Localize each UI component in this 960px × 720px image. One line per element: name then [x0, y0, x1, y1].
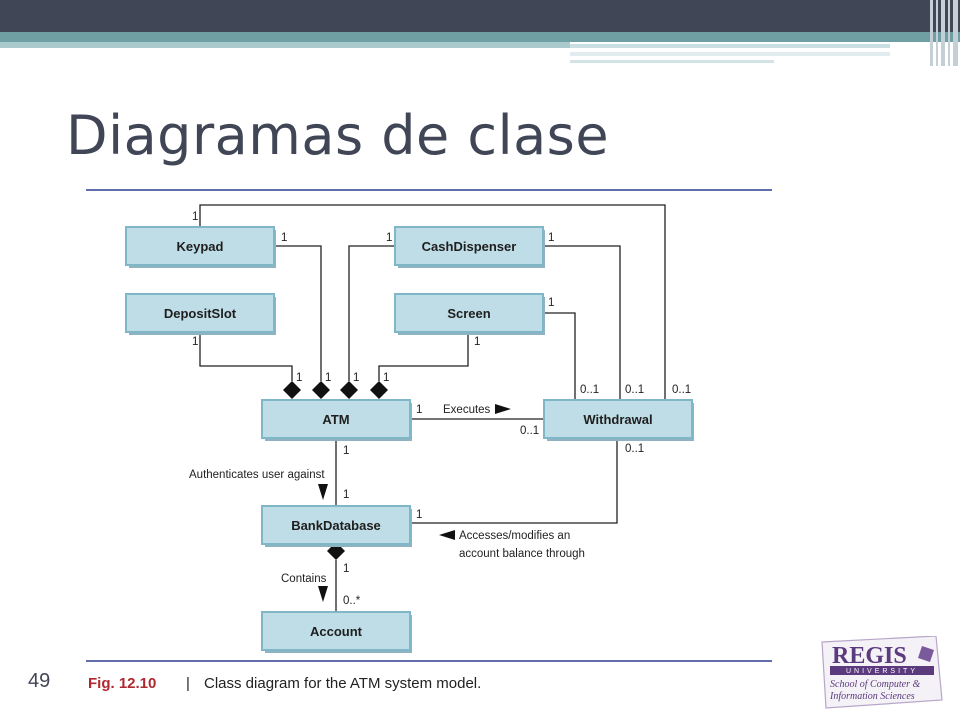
caption-separator: |	[186, 675, 190, 692]
logo-name: REGIS	[832, 643, 907, 669]
keypad-withdrawal-line	[199, 204, 666, 400]
association-executes: Executes	[443, 404, 491, 416]
class-depositslot: DepositSlot	[125, 293, 276, 335]
multiplicity: 1	[325, 372, 331, 384]
class-name: Withdrawal	[583, 412, 652, 427]
multiplicity: 1	[192, 336, 198, 348]
withdrawal-bankdatabase-line	[410, 437, 618, 524]
multiplicity: 1	[343, 489, 349, 501]
multiplicity: 1	[548, 297, 554, 309]
class-keypad: Keypad	[125, 226, 276, 268]
cashdispenser-withdrawal-line	[543, 245, 621, 400]
keypad-atm-line	[275, 245, 322, 381]
multiplicity: 1	[416, 404, 422, 416]
class-atm: ATM	[261, 399, 412, 441]
accent-stripe	[570, 60, 774, 63]
multiplicity: 0..1	[672, 384, 691, 396]
class-withdrawal: Withdrawal	[543, 399, 694, 441]
class-account: Account	[261, 611, 412, 653]
accent-stripe	[570, 52, 890, 56]
class-name: Keypad	[177, 239, 224, 254]
multiplicity: 0..1	[625, 384, 644, 396]
class-name: Account	[310, 624, 363, 639]
composition-diamond	[370, 381, 388, 399]
multiplicity: 1	[383, 372, 389, 384]
multiplicity: 0..1	[625, 443, 644, 455]
multiplicity: 1	[192, 211, 198, 223]
class-cashdispenser: CashDispenser	[394, 226, 545, 268]
composition-diamond	[283, 381, 301, 399]
multiplicity: 0..1	[580, 384, 599, 396]
class-screen: Screen	[394, 293, 545, 335]
association-accesses-line2: account balance through	[459, 548, 585, 560]
multiplicity: 1	[548, 232, 554, 244]
association-lines	[199, 204, 666, 612]
multiplicity: 0..*	[343, 595, 361, 607]
logo-line1: School of Computer &	[830, 679, 920, 690]
multiplicity: 1	[343, 563, 349, 575]
corner-decoration	[930, 0, 960, 66]
composition-diamond	[312, 381, 330, 399]
accent-band	[0, 32, 960, 42]
class-bankdatabase: BankDatabase	[261, 505, 412, 547]
association-authenticates: Authenticates user against	[189, 469, 325, 481]
multiplicity: 0..1	[520, 425, 539, 437]
figure-number: Fig. 12.10	[88, 675, 156, 692]
class-name: CashDispenser	[422, 239, 517, 254]
class-name: ATM	[322, 412, 349, 427]
class-name: BankDatabase	[291, 518, 381, 533]
multiplicity: 1	[353, 372, 359, 384]
multiplicity: 1	[386, 232, 392, 244]
multiplicity: 1	[296, 372, 302, 384]
screen-withdrawal-line	[543, 312, 576, 400]
executes-arrow-icon	[495, 404, 511, 414]
slide-title: Diagramas de clase	[66, 104, 610, 167]
multiplicity-labels: 1 1 1 1 1 1 1 1 1 1 1 0..1 0..1 0..1 1 0…	[192, 211, 691, 607]
regis-university-logo: REGIS UNIVERSITY School of Computer & In…	[821, 636, 943, 709]
shield-icon	[918, 646, 934, 662]
composition-diamond	[340, 381, 358, 399]
logo-subtitle: UNIVERSITY	[846, 668, 918, 675]
figure-caption: Class diagram for the ATM system model.	[204, 675, 481, 692]
association-contains: Contains	[281, 573, 327, 585]
multiplicity: 1	[343, 445, 349, 457]
depositslot-atm-line	[199, 333, 293, 381]
multiplicity: 1	[416, 509, 422, 521]
accent-band-light	[0, 42, 570, 48]
slide-number: 49	[28, 670, 51, 692]
cashdispenser-atm-line	[348, 245, 396, 381]
contains-arrow-icon	[318, 586, 328, 602]
multiplicity: 1	[474, 336, 480, 348]
accesses-arrow-icon	[439, 530, 455, 540]
authenticates-arrow-icon	[318, 484, 328, 500]
screen-atm-line	[378, 333, 469, 381]
association-accesses-line1: Accesses/modifies an	[459, 530, 570, 542]
class-name: Screen	[447, 306, 490, 321]
logo-line2: Information Sciences	[829, 691, 915, 702]
multiplicity: 1	[281, 232, 287, 244]
top-banner	[0, 0, 960, 32]
class-name: DepositSlot	[164, 306, 237, 321]
accent-stripe	[570, 44, 890, 48]
